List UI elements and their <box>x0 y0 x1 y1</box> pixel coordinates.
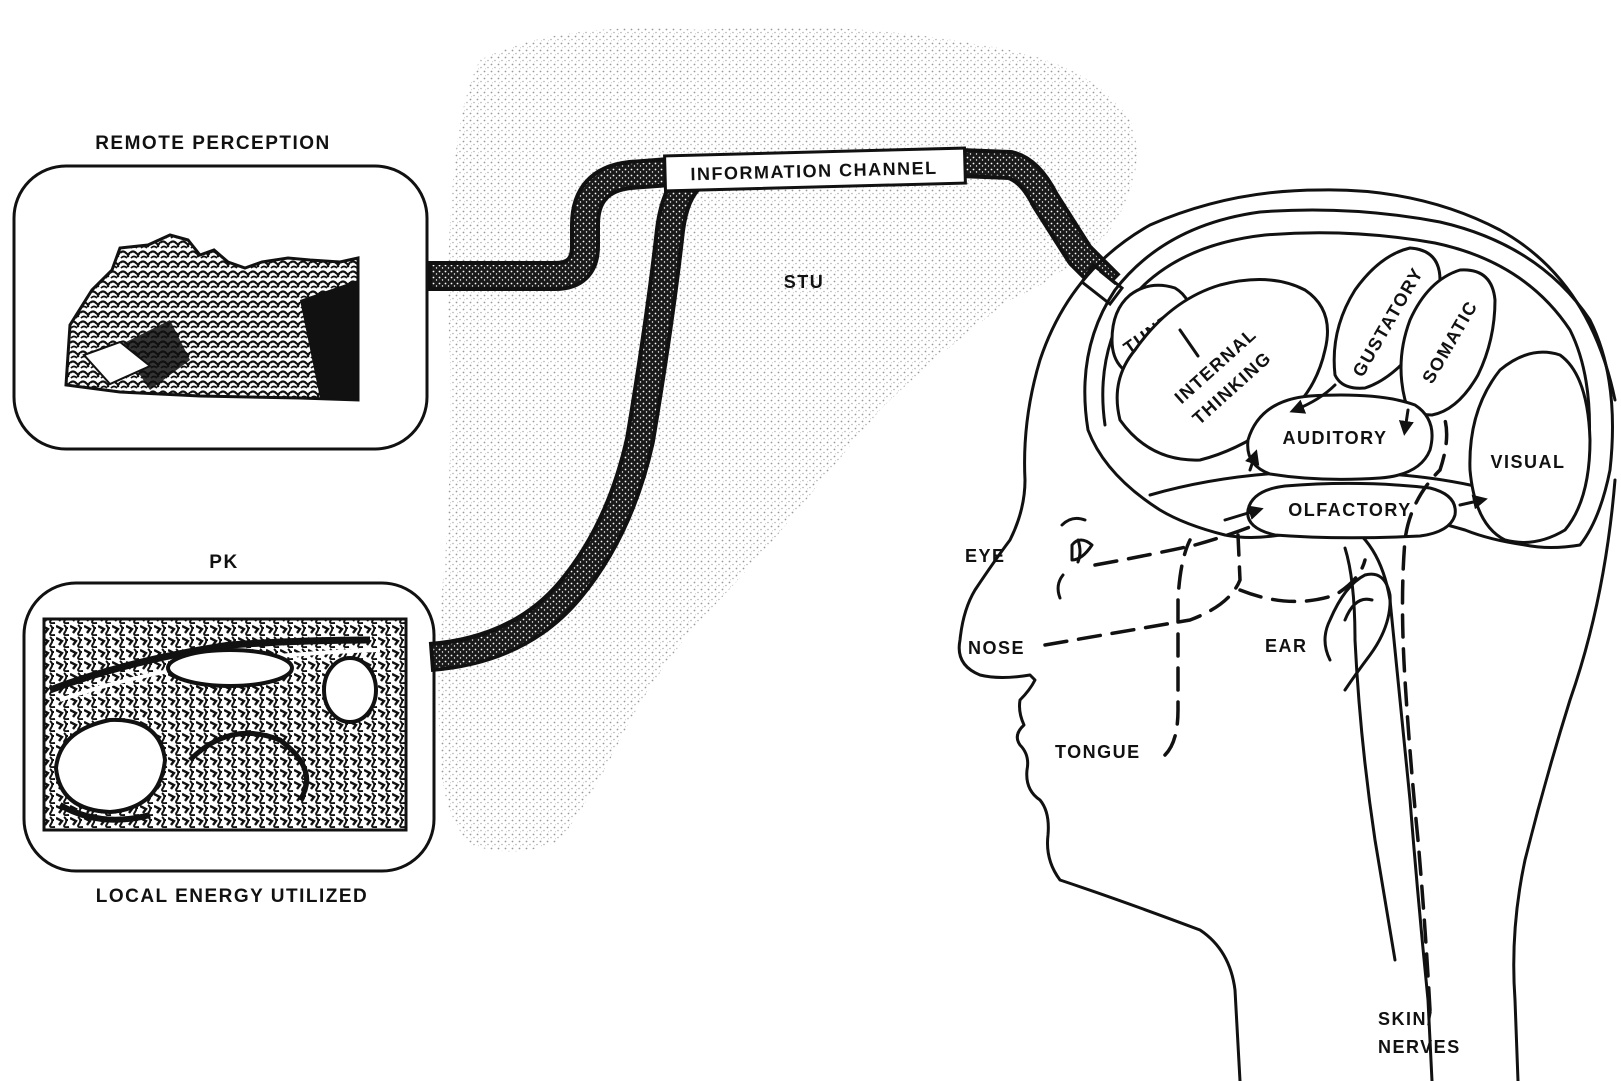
skin-label: SKIN/ <box>1378 1009 1434 1029</box>
stu-label: STU <box>784 272 825 292</box>
olfactory-label: OLFACTORY <box>1288 500 1412 520</box>
ear-label: EAR <box>1265 636 1308 656</box>
brainstem-inner <box>1345 548 1395 960</box>
visual-region: VISUAL <box>1470 352 1590 542</box>
auditory-label: AUDITORY <box>1282 428 1387 448</box>
remote-perception-panel <box>14 166 427 449</box>
machinery-image <box>44 619 406 830</box>
local-energy-label: LOCAL ENERGY UTILIZED <box>96 886 369 907</box>
pk-panel <box>24 583 434 871</box>
eye-label: EYE <box>965 546 1006 566</box>
visual-label: VISUAL <box>1490 452 1565 472</box>
stu-field <box>438 27 1136 851</box>
tongue-label: TONGUE <box>1055 742 1141 762</box>
nerves-label: NERVES <box>1378 1037 1461 1057</box>
auditory-region: AUDITORY <box>1248 395 1432 479</box>
nose-label: NOSE <box>968 638 1025 658</box>
head-back <box>1514 480 1615 1081</box>
pk-label: PK <box>209 552 238 573</box>
ear-icon <box>1325 574 1390 690</box>
eye-icon <box>1058 518 1092 598</box>
remote-perception-label: REMOTE PERCEPTION <box>95 133 331 154</box>
